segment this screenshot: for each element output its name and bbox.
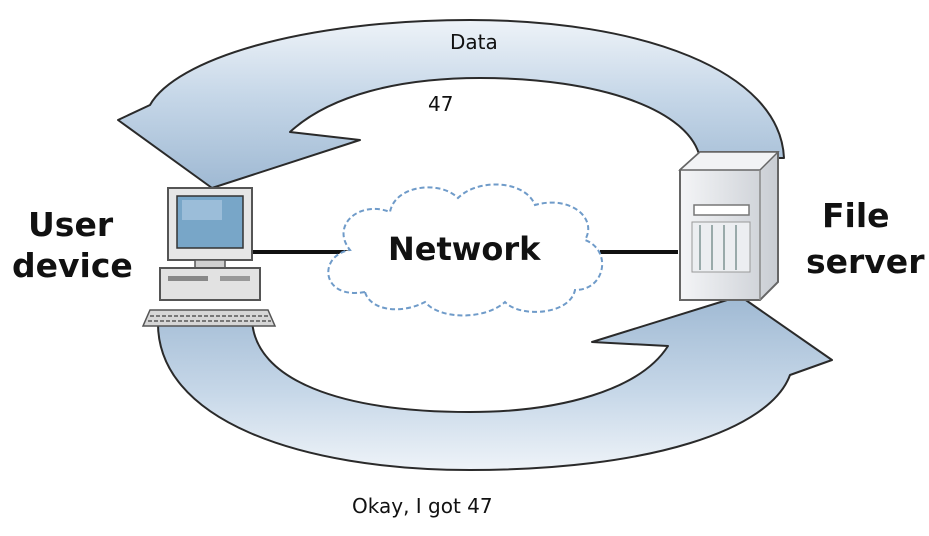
user-device-label-line2: device	[12, 246, 133, 285]
data-arrow	[117, 19, 785, 189]
data-value-label: 47	[428, 92, 454, 116]
file-server-label-line2: server	[806, 242, 925, 281]
data-label: Data	[450, 30, 498, 54]
ack-message-label: Okay, I got 47	[352, 494, 493, 518]
computer-icon	[141, 187, 277, 327]
file-server-label-line1: File	[822, 196, 890, 235]
network-label: Network	[388, 230, 541, 268]
network-cloud	[327, 183, 604, 317]
ack-arrow	[156, 295, 833, 471]
server-icon	[678, 151, 780, 301]
user-device-label-line1: User	[28, 205, 114, 244]
